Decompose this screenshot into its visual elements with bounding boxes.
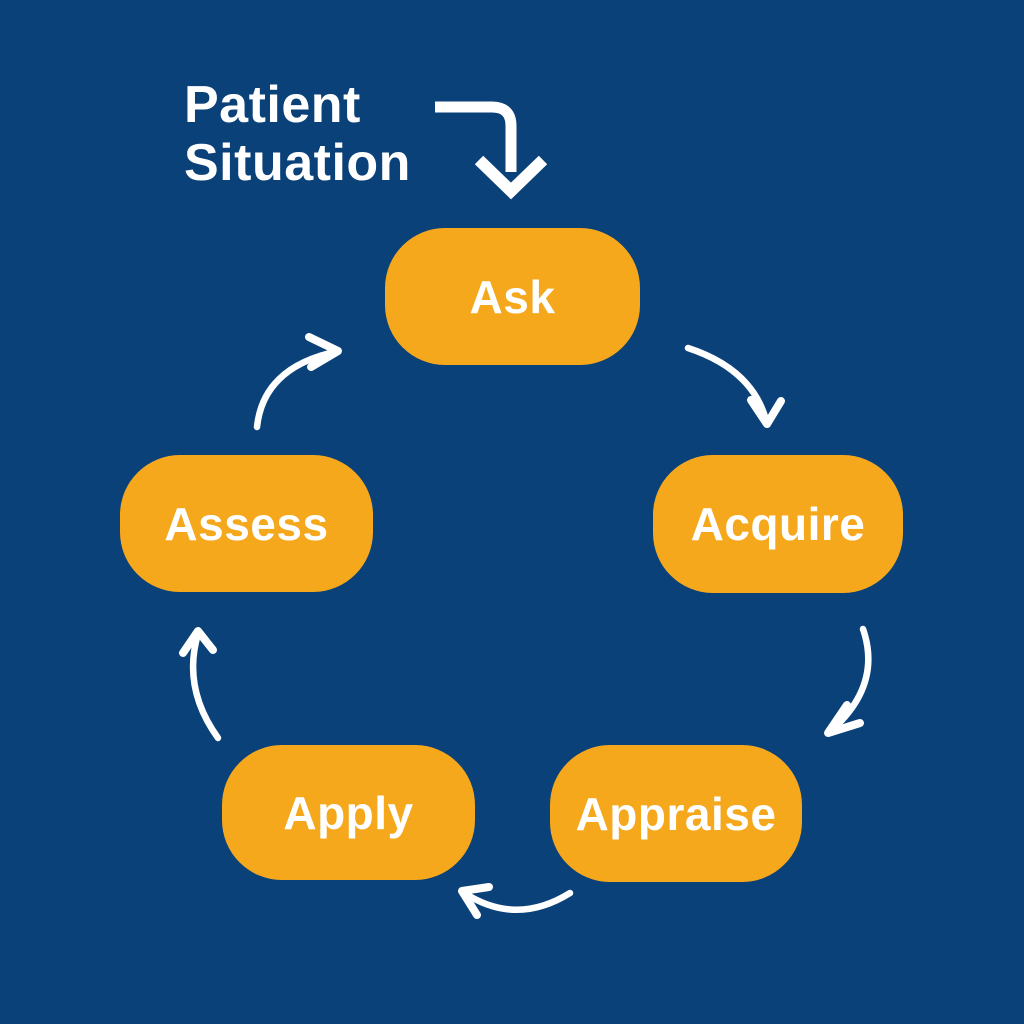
arrow-ask-to-acquire (684, 344, 785, 428)
step-box-ask: Ask (385, 228, 640, 365)
patient-situation-line2: Situation (184, 134, 411, 192)
arrow-appraise-to-apply (458, 883, 574, 919)
step-label-appraise: Appraise (575, 787, 777, 840)
arrow-assess-to-ask (253, 333, 342, 431)
arrow-apply-to-assess (179, 627, 222, 742)
step-box-appraise: Appraise (550, 745, 802, 882)
step-label-apply: Apply (283, 786, 414, 839)
patient-situation-line1: Patient (184, 76, 361, 134)
step-label-assess: Assess (164, 497, 329, 550)
arrow-acquire-to-appraise (824, 625, 872, 737)
step-label-acquire: Acquire (690, 498, 866, 550)
elbow-arrow-patient-to-ask (435, 101, 548, 200)
step-box-assess: Assess (120, 455, 373, 592)
step-label-ask: Ask (469, 270, 556, 323)
step-box-acquire: Acquire (653, 455, 903, 593)
patient-situation-label: Patient Situation (184, 76, 411, 192)
step-box-apply: Apply (222, 745, 475, 880)
